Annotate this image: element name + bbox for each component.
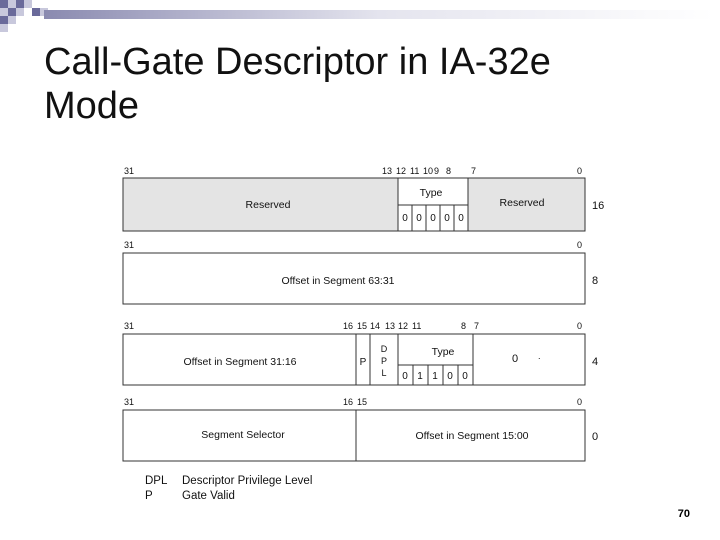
segment-selector-label: Segment Selector [201,429,285,441]
bit-label: 0 [577,166,582,176]
bit-label: 0 [577,240,582,250]
bit-label: 8 [446,166,451,176]
slide-title: Call-Gate Descriptor in IA-32e Mode [44,40,684,128]
bit-label: 10 [423,166,433,176]
legend-abbr: P [145,490,153,502]
byte-offset: 8 [592,275,598,287]
type-label: Type [420,187,443,199]
dpl-label-l: L [381,368,386,378]
bit-label: 14 [370,321,380,331]
stray-dot: . [538,351,541,361]
bit-label: 16 [343,321,353,331]
type-bit: 0 [458,213,464,224]
row-0-box [122,177,586,232]
bit-label: 0 [577,397,582,407]
bit-label: 0 [577,321,582,331]
bit-label: 7 [474,321,479,331]
legend-desc: Gate Valid [182,490,235,502]
type-bit: 0 [444,213,450,224]
type-bit: 0 [430,213,436,224]
bit-label: 7 [471,166,476,176]
bit-label: 16 [343,397,353,407]
type-bit: 0 [416,213,422,224]
offset-15-00-label: Offset in Segment 15:00 [415,430,528,442]
bit-label: 12 [398,321,408,331]
byte-offset: 16 [592,200,604,212]
byte-offset: 4 [592,356,598,368]
legend-desc: Descriptor Privilege Level [182,475,312,487]
bit-label: 15 [357,321,367,331]
row-3-bit-labels: 31 16 15 0 [124,397,582,407]
title-line-2: Mode [44,85,140,127]
page-number: 70 [677,508,690,520]
bit-label: 15 [357,397,367,407]
bit-label: 31 [124,166,134,176]
type-bit: 0 [402,371,408,382]
offset-63-31-label: Offset in Segment 63:31 [281,275,394,287]
p-flag-label: P [360,357,367,368]
reserved-low-field [467,177,586,232]
row-2-bit-labels: 31 16 15 14 13 12 11 8 7 0 [124,321,582,331]
bit-label: 11 [410,166,419,176]
legend: DPL Descriptor Privilege Level P Gate Va… [145,475,312,502]
type-bit: 0 [462,371,468,382]
type-bit: 0 [402,213,408,224]
bit-label: 13 [385,321,395,331]
title-line-1: Call-Gate Descriptor in IA-32e [44,41,551,83]
legend-abbr: DPL [145,475,168,487]
row-1-bit-labels: 31 0 [124,240,582,250]
type-bit: 0 [447,371,453,382]
reserved-high-label: Reserved [246,199,291,211]
offset-31-16-label: Offset in Segment 31:16 [183,356,296,368]
top-rule [44,10,714,19]
row-2-box [122,333,586,386]
bit-label: 13 [382,166,392,176]
bit-label: 8 [461,321,466,331]
type-bit: 1 [432,371,438,382]
zero-field-label: 0 [512,353,518,365]
bit-label: 31 [124,240,134,250]
dpl-label-p: P [381,356,387,366]
bit-label: 31 [124,321,134,331]
row-0-bit-labels: 31 13 12 11 10 9 8 7 0 [124,166,582,176]
type-bit: 1 [417,371,423,382]
type-label: Type [432,346,455,358]
bit-label: 31 [124,397,134,407]
reserved-low-label: Reserved [500,197,545,209]
dpl-label-d: D [381,344,388,354]
bit-label: 9 [434,166,439,176]
offset-63-31-field [122,252,586,305]
byte-offset: 0 [592,431,598,443]
bit-label: 11 [412,321,421,331]
row-3-box [122,409,586,462]
bit-label: 12 [396,166,406,176]
